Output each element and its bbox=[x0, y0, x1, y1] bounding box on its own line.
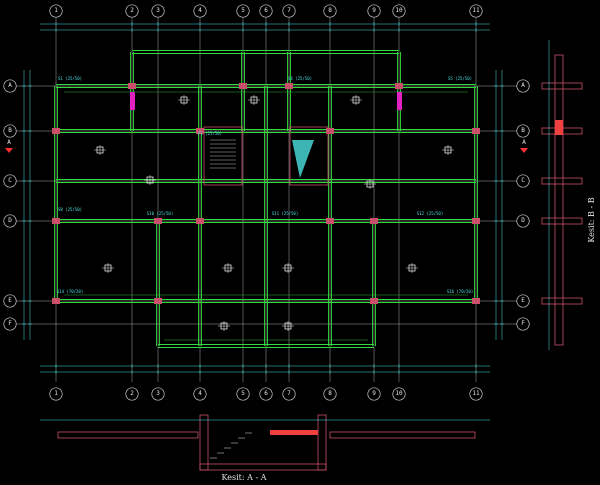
section-a-wall bbox=[199, 414, 209, 471]
rebar-box bbox=[104, 264, 112, 272]
rebar-box bbox=[352, 96, 360, 104]
section-b-cut bbox=[555, 120, 563, 135]
rebar-box bbox=[96, 146, 104, 154]
grid-bubble-col bbox=[151, 4, 165, 18]
grid-bubble-col bbox=[367, 387, 381, 401]
section-arrow-left bbox=[5, 148, 13, 153]
grid-bubble-col bbox=[236, 387, 250, 401]
grid-bubble-col bbox=[282, 4, 296, 18]
column bbox=[196, 218, 204, 224]
section-b-beam bbox=[541, 177, 583, 185]
section-a-slab bbox=[329, 431, 476, 439]
grid-bubble-col bbox=[49, 4, 63, 18]
grid-bubble-col bbox=[392, 387, 406, 401]
column bbox=[472, 128, 480, 134]
elevator-shaft-mark bbox=[292, 140, 314, 178]
rebar-box bbox=[284, 264, 292, 272]
grid-bubble-row bbox=[3, 79, 17, 93]
column bbox=[395, 83, 403, 89]
column-highlight bbox=[397, 92, 402, 110]
grid-bubble-row bbox=[516, 294, 530, 308]
grid-bubble-row bbox=[516, 79, 530, 93]
grid-bubble-col bbox=[392, 4, 406, 18]
rebar-box bbox=[180, 96, 188, 104]
column bbox=[370, 298, 378, 304]
rebar-box bbox=[366, 180, 374, 188]
column bbox=[326, 128, 334, 134]
column bbox=[370, 218, 378, 224]
grid-bubble-row bbox=[516, 174, 530, 188]
grid-bubble-col bbox=[49, 387, 63, 401]
stair-core-wall bbox=[203, 126, 243, 186]
grid-bubble-col bbox=[125, 387, 139, 401]
rebar-box bbox=[220, 322, 228, 330]
grid-bubble-row bbox=[516, 214, 530, 228]
grid-bubble-col bbox=[125, 4, 139, 18]
grid-bubble-row bbox=[516, 317, 530, 331]
column bbox=[52, 218, 60, 224]
rebar-box bbox=[408, 264, 416, 272]
section-a-slab bbox=[57, 431, 199, 439]
grid-bubble-col bbox=[236, 4, 250, 18]
section-b-beam bbox=[541, 297, 583, 305]
column bbox=[285, 83, 293, 89]
grid-bubble-col bbox=[193, 387, 207, 401]
column bbox=[196, 128, 204, 134]
column bbox=[239, 83, 247, 89]
section-a-wall bbox=[317, 414, 327, 471]
section-a-cut bbox=[270, 430, 318, 435]
column bbox=[52, 128, 60, 134]
grid-bubble-row bbox=[3, 174, 17, 188]
section-arrow-right bbox=[520, 148, 528, 153]
section-b-beam bbox=[541, 82, 583, 90]
column bbox=[128, 83, 136, 89]
rebar-box bbox=[444, 146, 452, 154]
rebar-box bbox=[250, 96, 258, 104]
grid-bubble-row bbox=[3, 317, 17, 331]
grid-bubble-col bbox=[367, 4, 381, 18]
grid-bubble-col bbox=[469, 387, 483, 401]
grid-bubble-col bbox=[323, 4, 337, 18]
grid-bubble-row bbox=[516, 124, 530, 138]
grid-bubble-col bbox=[282, 387, 296, 401]
grid-bubble-col bbox=[259, 4, 273, 18]
column bbox=[326, 218, 334, 224]
column bbox=[154, 218, 162, 224]
section-a-base bbox=[199, 463, 327, 471]
rebar-box bbox=[224, 264, 232, 272]
grid-bubble-row bbox=[3, 214, 17, 228]
grid-bubble-col bbox=[469, 4, 483, 18]
column bbox=[472, 298, 480, 304]
column bbox=[154, 298, 162, 304]
grid-bubble-col bbox=[193, 4, 207, 18]
section-b-beam bbox=[541, 217, 583, 225]
rebar-box bbox=[146, 176, 154, 184]
grid-bubble-col bbox=[151, 387, 165, 401]
rebar-box bbox=[284, 322, 292, 330]
grid-bubble-row bbox=[3, 294, 17, 308]
grid-bubble-col bbox=[259, 387, 273, 401]
elevator-core-wall bbox=[289, 126, 329, 186]
grid-bubble-row bbox=[3, 124, 17, 138]
column bbox=[472, 218, 480, 224]
column bbox=[52, 298, 60, 304]
column-highlight bbox=[130, 92, 135, 110]
grid-bubble-col bbox=[323, 387, 337, 401]
section-b-wall bbox=[554, 54, 564, 346]
